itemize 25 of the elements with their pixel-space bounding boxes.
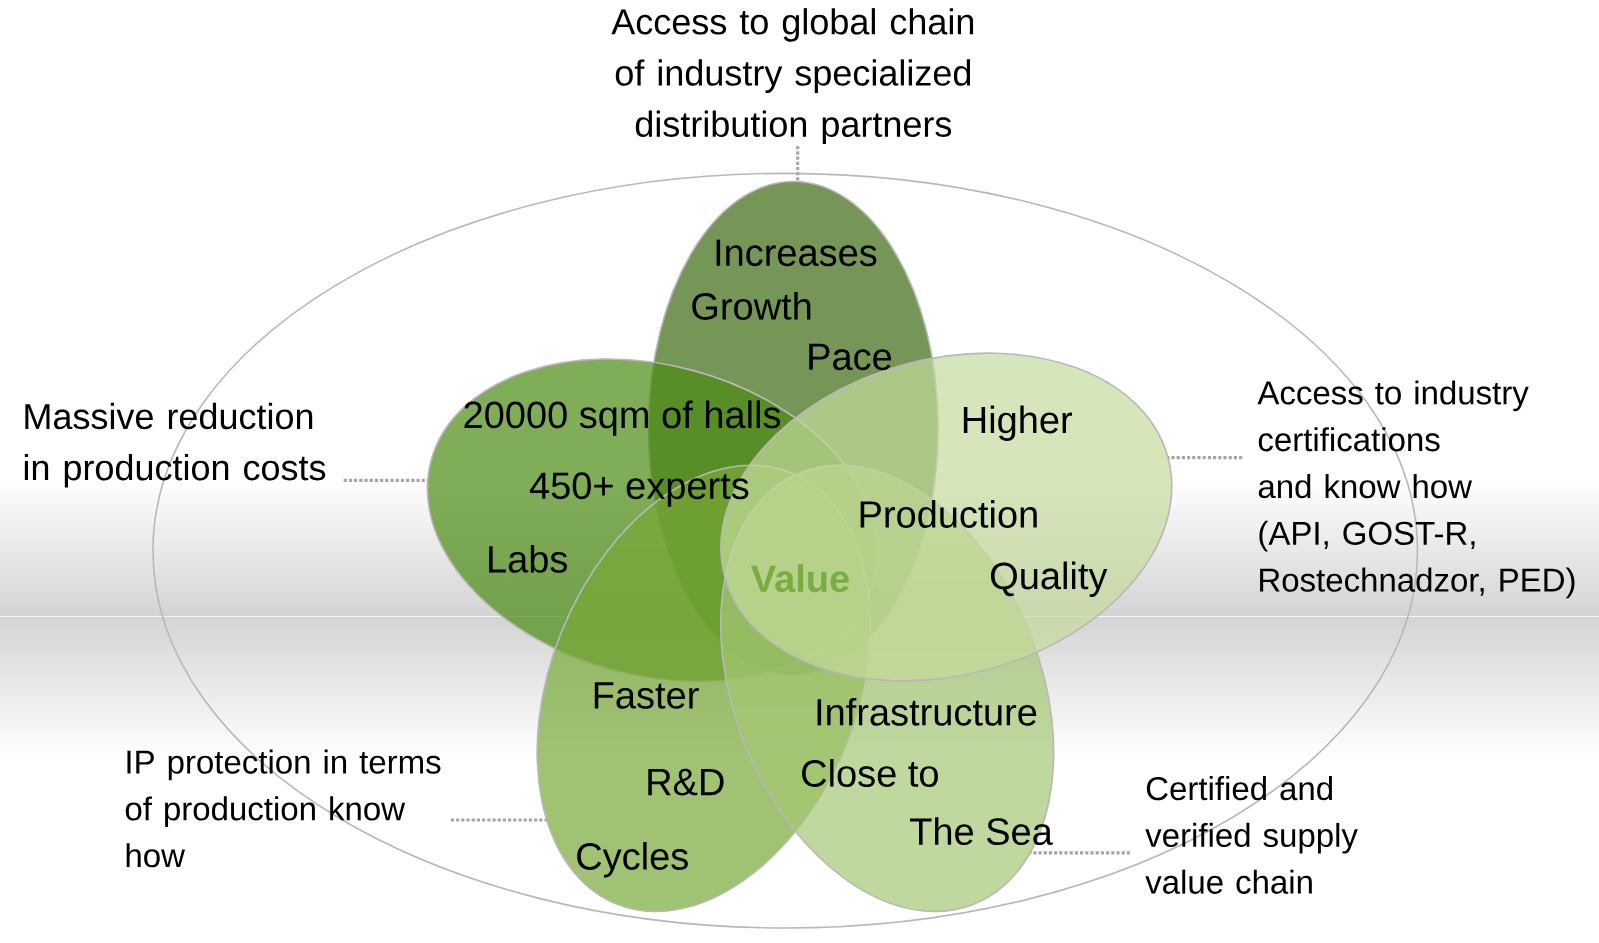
leader-line [343, 478, 428, 483]
petal-label: Quality [991, 561, 1108, 597]
callout-text: Certified and verified supply value chain [1145, 776, 1358, 894]
petal-label: Labs [489, 544, 568, 573]
petal-label: Production [860, 500, 1037, 528]
callout-text: IP protection in terms of production know how [125, 749, 441, 868]
petal-label: R&D [648, 768, 724, 796]
petal-label: The Sea [910, 817, 1053, 846]
leader-line [450, 818, 547, 822]
center-label: Value [751, 564, 849, 593]
petal-label: Close to [802, 759, 938, 787]
callout-text: Access to industry certifications and know how (API, GOST-R, Rostechnadzor, PED) [1257, 380, 1575, 599]
petal-label: Faster [594, 682, 699, 709]
callout-text: Access to global chain of industry specialized distribution partners [611, 8, 974, 145]
leader-line [1168, 456, 1243, 460]
leader-line [796, 146, 800, 182]
petal-label: Growth [692, 292, 811, 320]
petal-label: 20000 sqm of halls [464, 400, 781, 436]
petal-label: Infrastructure [817, 697, 1037, 726]
petal-label: Cycles [577, 841, 688, 878]
petal-label: Higher [963, 405, 1072, 441]
petal-label: Pace [809, 343, 892, 371]
petal-label: Increases [716, 239, 877, 267]
leader-line [1030, 851, 1130, 855]
callout-text: Massive reduction in production costs [24, 402, 326, 488]
